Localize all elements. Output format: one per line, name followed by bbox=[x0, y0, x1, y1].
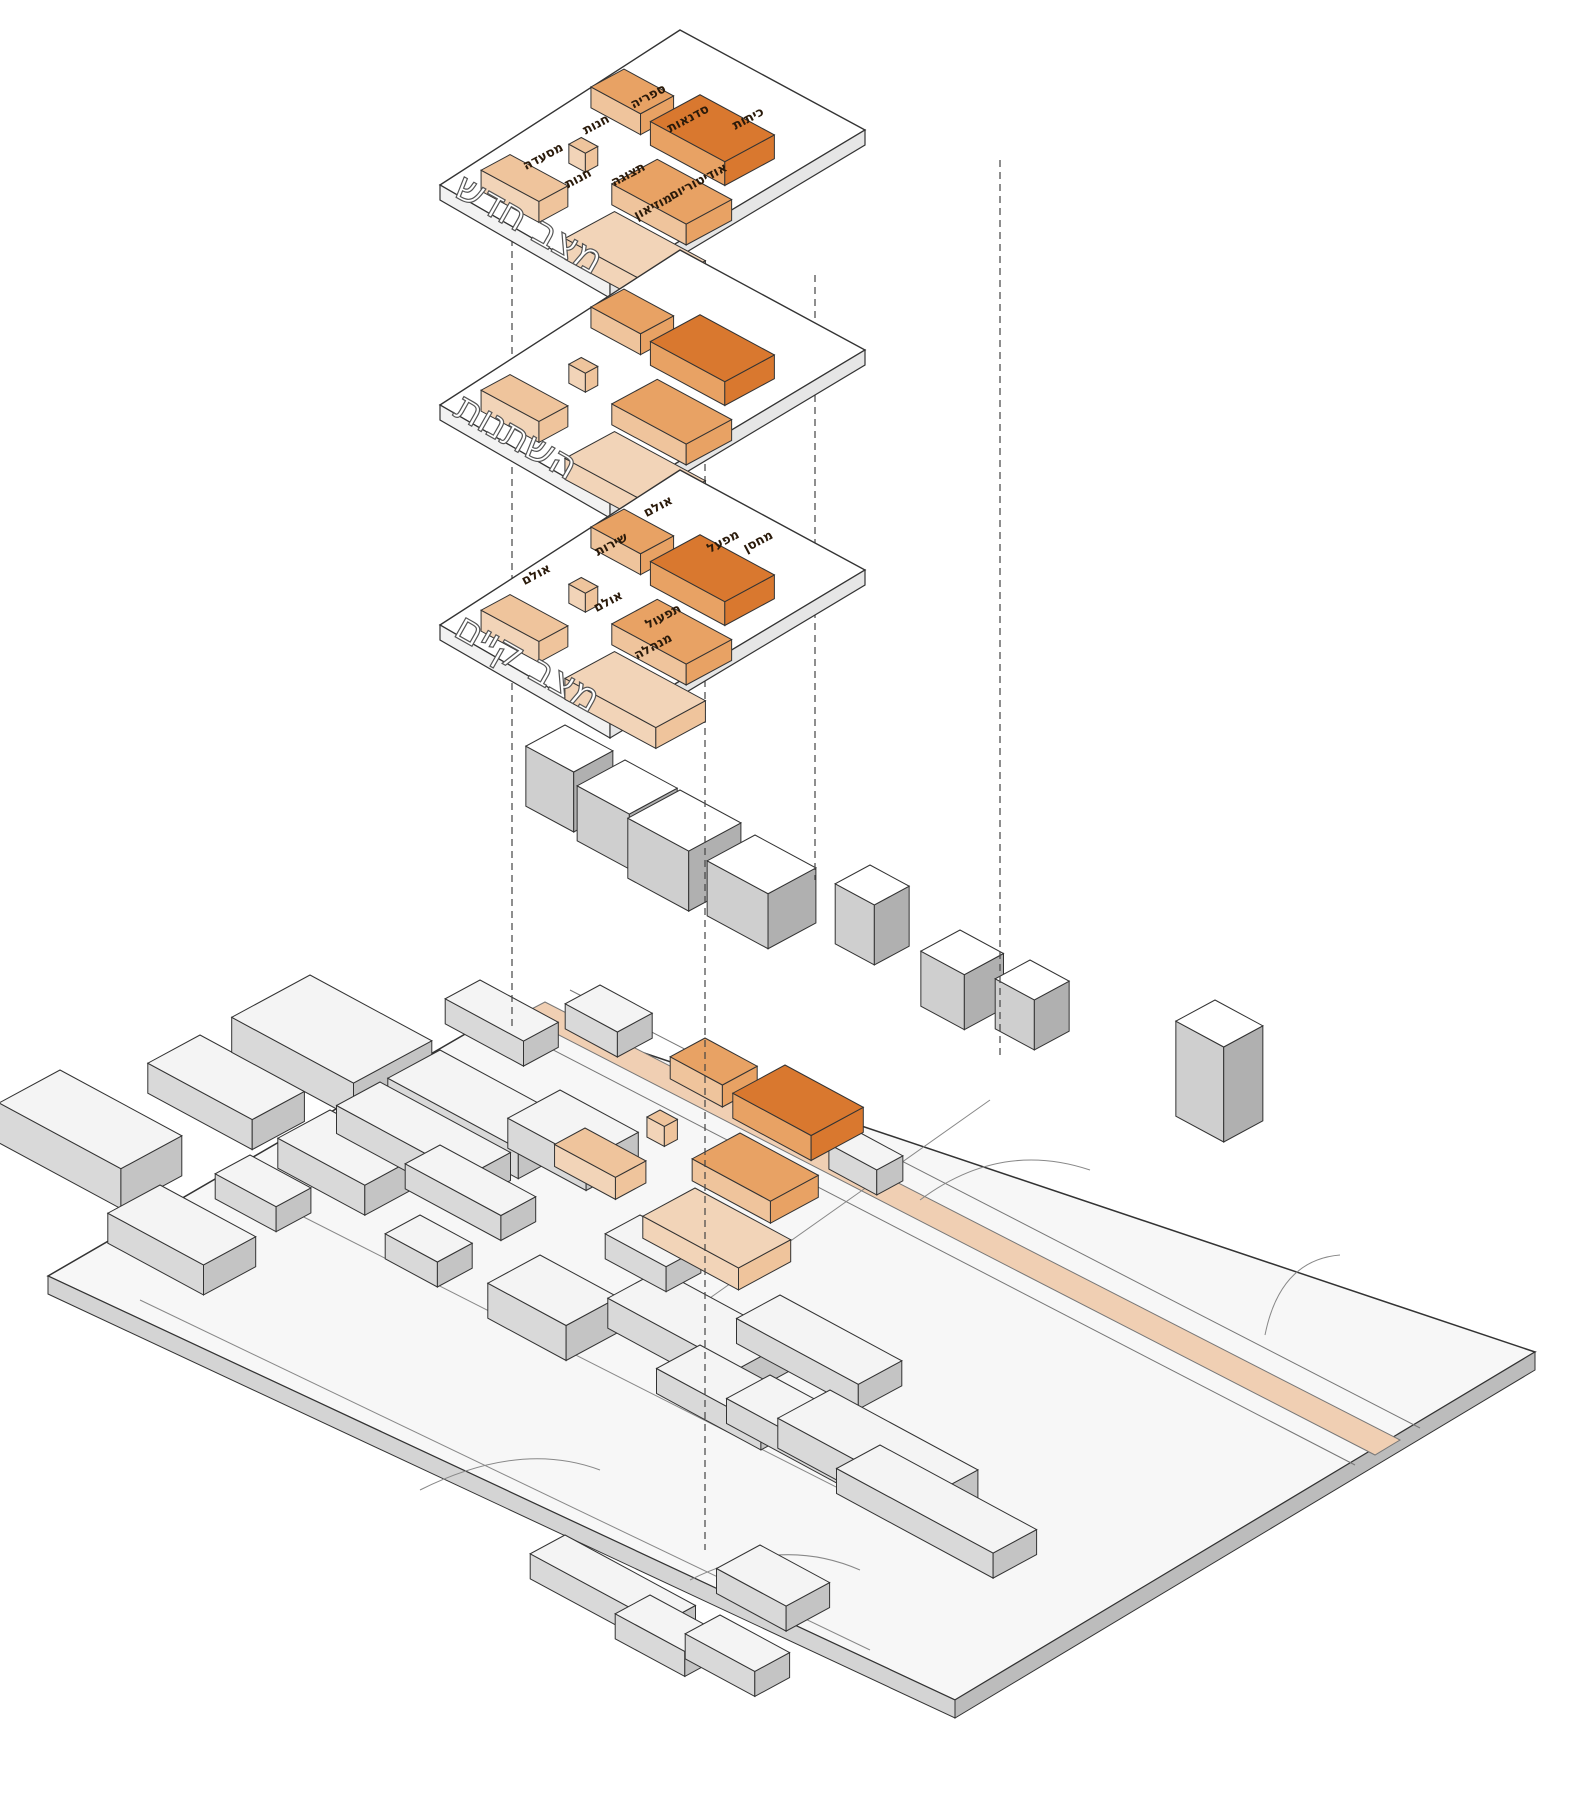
context-building bbox=[715, 1544, 831, 1632]
site-block bbox=[691, 1132, 820, 1224]
tower-building bbox=[919, 929, 1005, 1031]
road-curve bbox=[919, 1159, 1091, 1201]
context-building bbox=[106, 1184, 257, 1296]
road-curve bbox=[1264, 1254, 1341, 1336]
site-block bbox=[563, 651, 707, 750]
site-block bbox=[589, 288, 675, 356]
context-building bbox=[404, 1144, 537, 1242]
site-block bbox=[567, 576, 599, 613]
context-buildings bbox=[0, 724, 1264, 1698]
layer-slab-1: השתנות bbox=[438, 249, 867, 530]
context-building bbox=[684, 1614, 791, 1698]
context-building bbox=[735, 1294, 903, 1411]
context-base-map bbox=[0, 724, 1537, 1719]
context-building bbox=[146, 1034, 306, 1151]
context-building bbox=[486, 1254, 620, 1362]
site-block bbox=[480, 594, 569, 664]
site-block bbox=[669, 1037, 759, 1108]
context-building bbox=[564, 984, 654, 1058]
site-block bbox=[645, 1109, 679, 1148]
site-block bbox=[567, 356, 599, 393]
rail-line bbox=[504, 1024, 1356, 1466]
site-block bbox=[589, 68, 675, 136]
slab-site bbox=[480, 508, 776, 750]
site-block bbox=[553, 1127, 647, 1201]
site-on-base bbox=[553, 1037, 865, 1291]
context-building bbox=[835, 1444, 1038, 1579]
site-block bbox=[731, 1064, 865, 1162]
site-block bbox=[610, 598, 733, 686]
site-block bbox=[649, 314, 776, 407]
context-building bbox=[276, 1109, 419, 1217]
road-curve bbox=[419, 1458, 601, 1491]
site-block bbox=[610, 378, 733, 466]
context-building bbox=[444, 979, 560, 1067]
site-block bbox=[480, 374, 569, 444]
site-block bbox=[641, 1187, 792, 1291]
site-block bbox=[649, 534, 776, 627]
tower-building bbox=[706, 834, 817, 950]
site-block bbox=[610, 158, 733, 246]
site-block bbox=[480, 154, 569, 224]
context-building bbox=[384, 1214, 474, 1288]
slab-site bbox=[480, 288, 776, 530]
site-block bbox=[567, 136, 599, 173]
tower-building bbox=[1174, 999, 1264, 1143]
site-block bbox=[649, 94, 776, 187]
tower-building bbox=[834, 864, 911, 966]
tower-building bbox=[994, 959, 1071, 1051]
site-block bbox=[589, 508, 675, 576]
context-building bbox=[214, 1154, 312, 1233]
